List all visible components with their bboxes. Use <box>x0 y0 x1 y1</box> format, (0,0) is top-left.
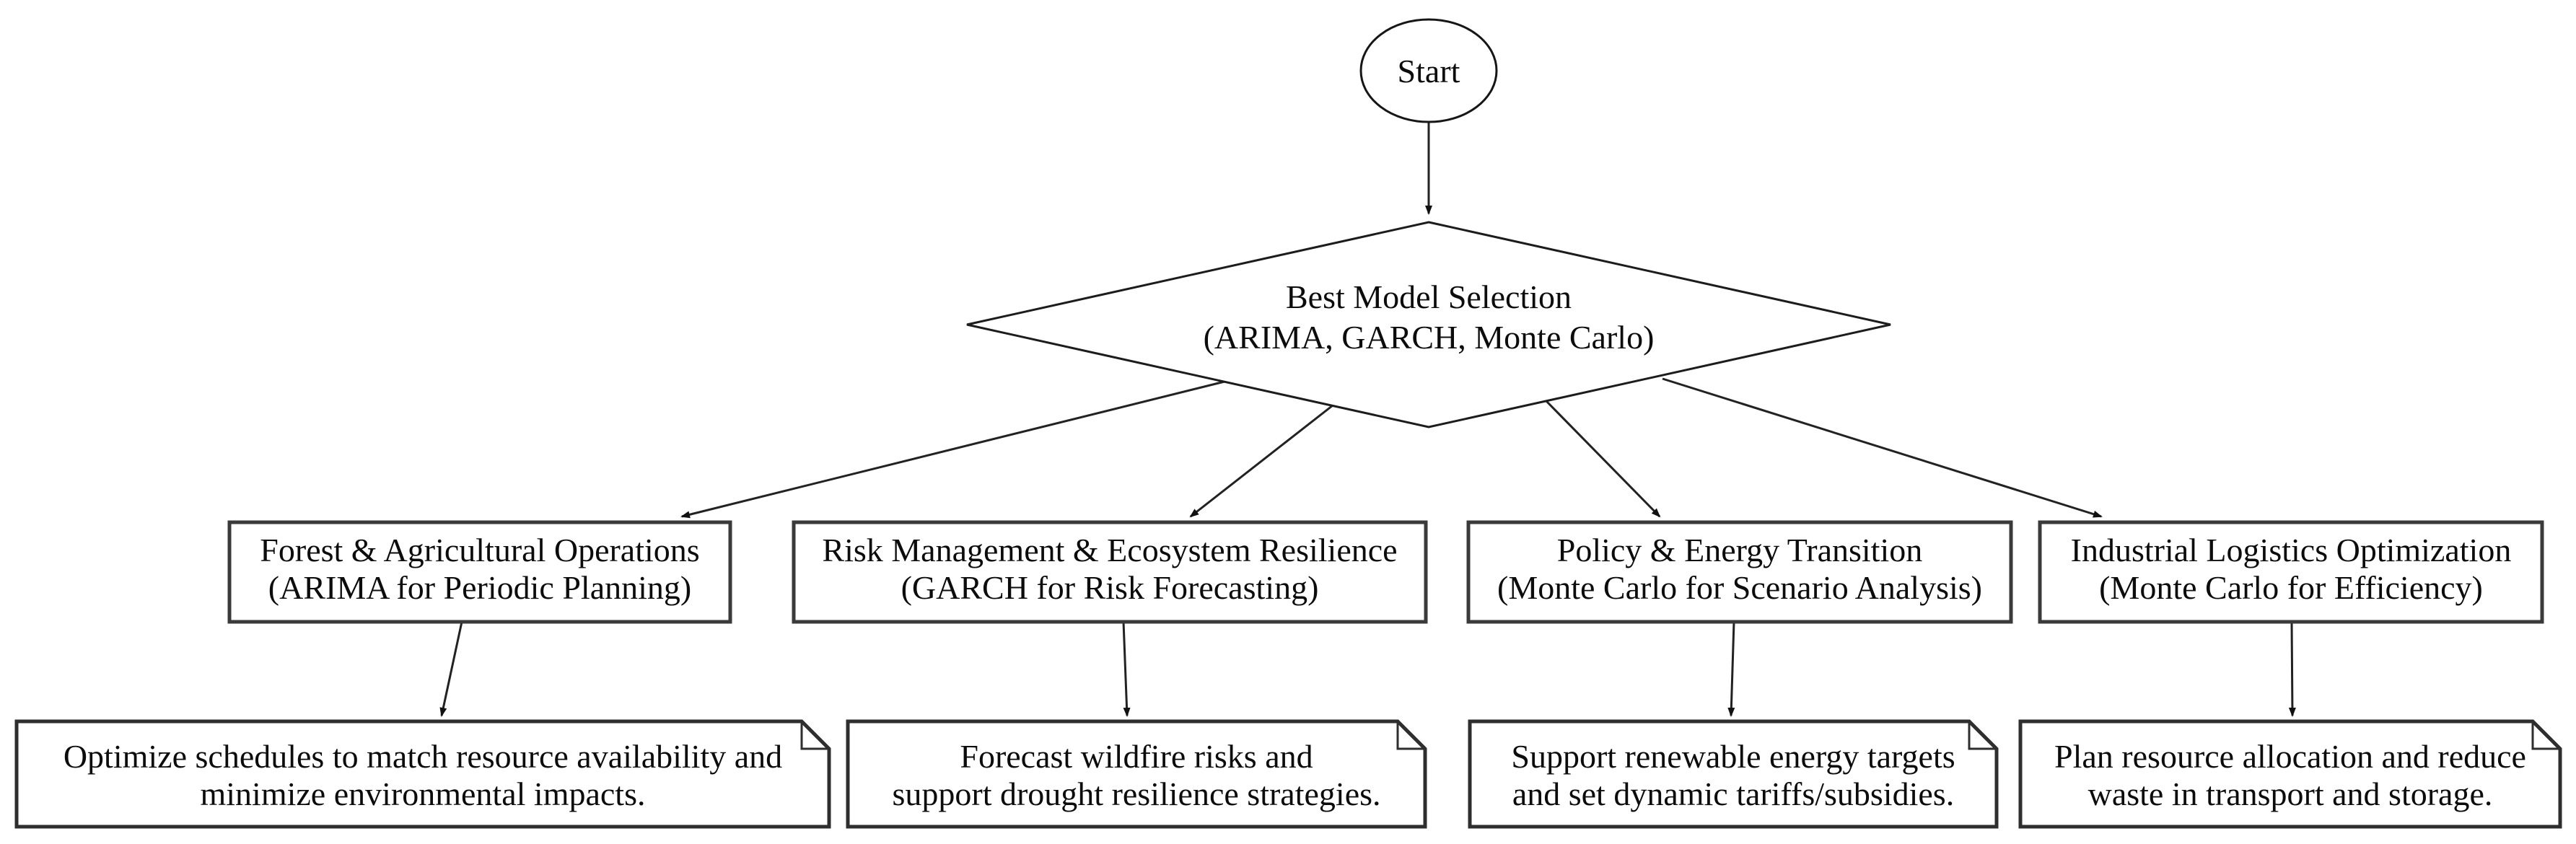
risk-box-label-line2: (GARCH for Risk Forecasting) <box>901 569 1319 606</box>
industrial-note-label-line2: waste in transport and storage. <box>2088 775 2493 812</box>
forest-box-label-line2: (ARIMA for Periodic Planning) <box>268 569 691 606</box>
note-policy: Support renewable energy targets and set… <box>1468 719 1999 829</box>
branch-box-forest: Forest & Agricultural Operations (ARIMA … <box>227 520 732 624</box>
edge-decision-to-risk <box>1189 404 1333 518</box>
branch-box-risk: Risk Management & Ecosystem Resilience (… <box>792 520 1428 624</box>
forest-box-label-line1: Forest & Agricultural Operations <box>260 532 699 568</box>
note-forest: Optimize schedules to match resource ava… <box>14 719 831 829</box>
decision-node: Best Model Selection (ARIMA, GARCH, Mont… <box>966 221 1891 428</box>
risk-note-shape <box>846 719 1427 829</box>
policy-note-fold-icon <box>1968 721 1997 750</box>
policy-note-label-line1: Support renewable energy targets <box>1511 738 1955 775</box>
industrial-note-fold-icon <box>2531 721 2560 750</box>
forest-note-label-line1: Optimize schedules to match resource ava… <box>63 738 782 775</box>
branch-box-industrial: Industrial Logistics Optimization (Monte… <box>2038 520 2544 624</box>
edge-policy-to-note <box>1727 621 1735 717</box>
edge-risk-to-note <box>1122 621 1131 717</box>
risk-note-fold-icon <box>1396 721 1425 750</box>
forest-note-fold-icon <box>800 721 829 750</box>
edge-decision-to-policy <box>1545 400 1661 518</box>
edge-decision-to-industrial <box>1662 377 2103 518</box>
industrial-box-shape <box>2038 520 2544 624</box>
policy-note-shape <box>1468 719 1999 829</box>
decision-label-line2: (ARIMA, GARCH, Monte Carlo) <box>1204 319 1655 356</box>
risk-note-label-line2: support drought resilience strategies. <box>892 775 1380 812</box>
policy-box-shape <box>1466 520 2013 624</box>
forest-note-shape <box>14 719 831 829</box>
industrial-box-label-line1: Industrial Logistics Optimization <box>2071 532 2512 568</box>
note-risk: Forecast wildfire risks and support drou… <box>846 719 1427 829</box>
edge-decision-to-forest <box>680 380 1225 519</box>
forest-box-shape <box>227 520 732 624</box>
policy-box-label-line1: Policy & Energy Transition <box>1557 532 1922 568</box>
edge-forest-to-note <box>439 621 463 717</box>
policy-box-label-line2: (Monte Carlo for Scenario Analysis) <box>1497 569 1982 606</box>
start-label: Start <box>1398 53 1460 89</box>
decision-label-line1: Best Model Selection <box>1286 278 1572 315</box>
risk-box-label-line1: Risk Management & Ecosystem Resilience <box>822 532 1397 568</box>
risk-note-label-line1: Forecast wildfire risks and <box>960 738 1313 775</box>
policy-note-label-line2: and set dynamic tariffs/subsidies. <box>1512 775 1954 812</box>
industrial-box-label-line2: (Monte Carlo for Efficiency) <box>2099 569 2483 606</box>
forest-note-label-line2: minimize environmental impacts. <box>200 775 645 812</box>
note-industrial: Plan resource allocation and reduce wast… <box>2018 719 2562 829</box>
start-node: Start <box>1359 18 1498 123</box>
industrial-note-label-line1: Plan resource allocation and reduce <box>2054 738 2526 775</box>
branch-box-policy: Policy & Energy Transition (Monte Carlo … <box>1466 520 2013 624</box>
industrial-note-shape <box>2018 719 2562 829</box>
risk-box-shape <box>792 520 1428 624</box>
decision-diamond-shape <box>966 221 1891 428</box>
start-ellipse-shape <box>1359 18 1498 123</box>
